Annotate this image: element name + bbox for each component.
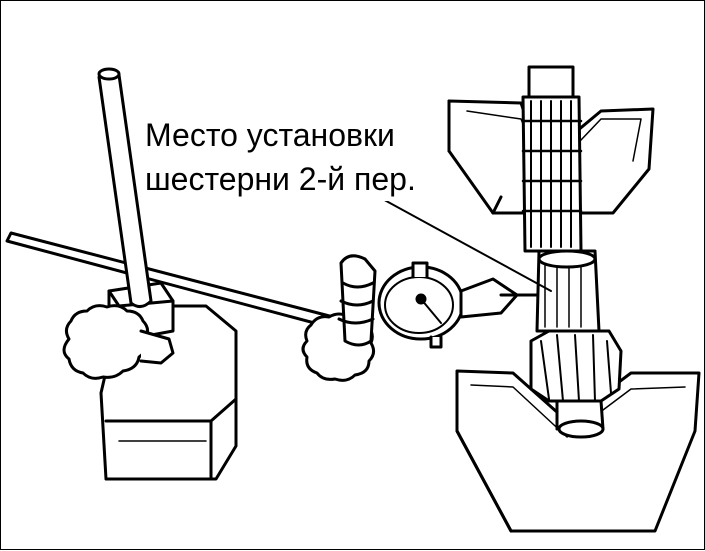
gear-shaft <box>521 65 623 439</box>
indicator-holder <box>337 254 377 347</box>
callout-leader-line <box>378 196 552 292</box>
vertical-post <box>97 67 153 308</box>
dial-indicator <box>377 261 548 349</box>
left-clamp-knob <box>62 304 175 380</box>
lower-v-block <box>455 369 701 533</box>
callout-label-line-2: шестерни 2-й пер. <box>143 157 418 201</box>
callout-label-line-1: Место установки <box>143 113 397 157</box>
